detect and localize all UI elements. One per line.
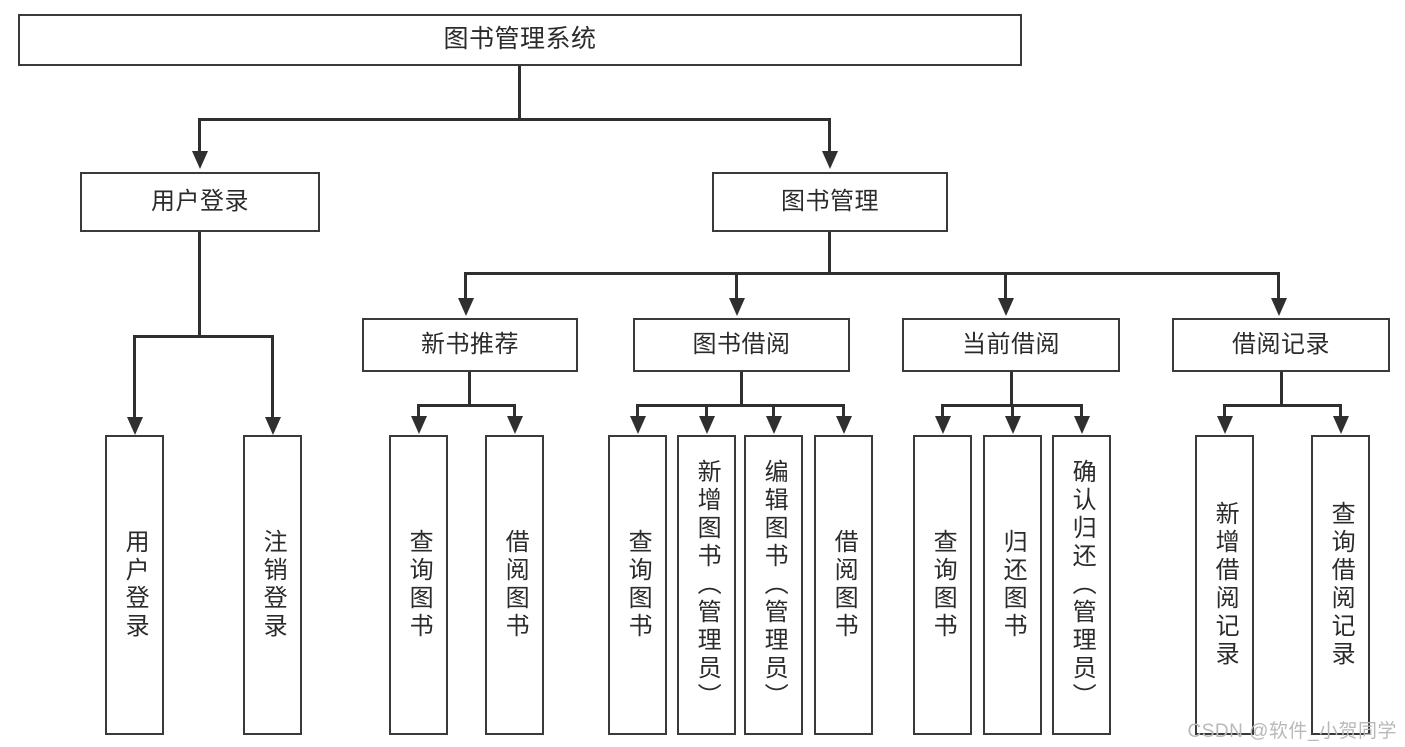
node-label: 注销登录 <box>259 529 287 641</box>
connector-borrow-record-stem <box>1280 372 1283 406</box>
node-label: 新书推荐 <box>421 331 519 358</box>
connector-drop-nb-query <box>417 404 420 418</box>
connector-drop-bb-edit <box>772 404 775 418</box>
leaf-edit-book-admin[interactable]: 编辑图书（管理员） <box>744 435 803 735</box>
leaf-logout[interactable]: 注销登录 <box>243 435 302 735</box>
arrowhead-cb-confirm <box>1073 416 1090 434</box>
connector-book-manage-stem <box>828 232 831 274</box>
node-label: 用户登录 <box>151 188 249 215</box>
connector-book-borrow-bar <box>636 404 844 407</box>
arrowhead-book-borrow <box>728 298 745 316</box>
node-new-book-recommend[interactable]: 新书推荐 <box>362 318 578 372</box>
node-label: 借阅记录 <box>1232 331 1330 358</box>
node-current-borrow[interactable]: 当前借阅 <box>902 318 1120 372</box>
node-label: 新增借阅记录 <box>1211 501 1239 669</box>
arrowhead-cb-query <box>934 416 951 434</box>
connector-drop-bb-borrow <box>842 404 845 418</box>
leaf-add-book-admin[interactable]: 新增图书（管理员） <box>677 435 736 735</box>
node-label: 借阅图书 <box>501 529 529 641</box>
node-label: 查询图书 <box>624 529 652 641</box>
leaf-return-book[interactable]: 归还图书 <box>983 435 1042 735</box>
node-label: 查询图书 <box>405 529 433 641</box>
arrowhead-bb-query <box>629 416 646 434</box>
leaf-user-login[interactable]: 用户登录 <box>105 435 164 735</box>
connector-book-borrow-stem <box>740 372 743 406</box>
arrowhead-current-borrow <box>997 298 1014 316</box>
node-label: 查询借阅记录 <box>1327 501 1355 669</box>
connector-level3-bar <box>464 272 1280 275</box>
node-user-login[interactable]: 用户登录 <box>80 172 320 232</box>
node-label: 图书管理系统 <box>443 25 597 54</box>
arrowhead-nb-borrow <box>506 416 523 434</box>
connector-drop-br-query <box>1339 404 1342 418</box>
connector-drop-nb-borrow <box>513 404 516 418</box>
leaf-borrow-query-book[interactable]: 查询图书 <box>608 435 667 735</box>
connector-borrow-record-bar <box>1223 404 1341 407</box>
node-label: 用户登录 <box>121 529 149 641</box>
arrowhead-bb-edit <box>765 416 782 434</box>
connector-level2-bar <box>198 118 831 121</box>
arrowhead-bb-borrow <box>835 416 852 434</box>
leaf-query-borrow-record[interactable]: 查询借阅记录 <box>1311 435 1370 735</box>
node-book-management[interactable]: 图书管理 <box>712 172 948 232</box>
node-label: 当前借阅 <box>962 331 1060 358</box>
arrowhead-borrow-record <box>1270 298 1287 316</box>
connector-drop-cb-query <box>941 404 944 418</box>
connector-user-login-stem <box>198 232 201 336</box>
connector-drop-bb-query <box>636 404 639 418</box>
connector-drop-book-borrow <box>735 272 738 300</box>
arrowhead-bb-add <box>698 416 715 434</box>
node-label: 确认归还（管理员） <box>1068 459 1096 711</box>
node-label: 图书借阅 <box>692 331 791 358</box>
node-book-borrow[interactable]: 图书借阅 <box>633 318 850 372</box>
node-borrow-record[interactable]: 借阅记录 <box>1172 318 1390 372</box>
connector-drop-br-add <box>1223 404 1226 418</box>
node-label: 图书管理 <box>781 188 879 215</box>
arrowhead-br-add <box>1216 416 1233 434</box>
leaf-new-book-borrow[interactable]: 借阅图书 <box>485 435 544 735</box>
node-label: 新增图书（管理员） <box>693 459 721 711</box>
arrowhead-user-login <box>191 151 208 169</box>
connector-drop-user-login <box>198 118 201 151</box>
arrowhead-leaf-logout <box>264 417 281 435</box>
node-label: 查询图书 <box>929 529 957 641</box>
connector-drop-book-manage <box>828 118 831 151</box>
node-label: 编辑图书（管理员） <box>760 459 788 711</box>
node-label: 借阅图书 <box>830 529 858 641</box>
connector-drop-cb-return <box>1011 404 1014 418</box>
connector-new-book-bar <box>417 404 516 407</box>
arrowhead-leaf-user-login <box>126 417 143 435</box>
leaf-new-book-query[interactable]: 查询图书 <box>389 435 448 735</box>
csdn-watermark: CSDN @软件_小贺同学 <box>1187 721 1397 742</box>
connector-drop-bb-add <box>705 404 708 418</box>
arrowhead-book-manage <box>821 151 838 169</box>
leaf-confirm-return-admin[interactable]: 确认归还（管理员） <box>1052 435 1111 735</box>
arrowhead-br-query <box>1332 416 1349 434</box>
connector-root-stem <box>518 66 521 118</box>
connector-new-book-stem <box>468 372 471 406</box>
connector-user-login-bar <box>133 335 272 338</box>
connector-drop-cb-confirm <box>1080 404 1083 418</box>
connector-drop-borrow-record <box>1277 272 1280 300</box>
connector-current-borrow-stem <box>1010 372 1013 406</box>
connector-drop-current-borrow <box>1004 272 1007 300</box>
connector-drop-new-book <box>464 272 467 300</box>
arrowhead-new-book <box>457 298 474 316</box>
arrowhead-cb-return <box>1004 416 1021 434</box>
node-label: 归还图书 <box>999 529 1027 641</box>
arrowhead-nb-query <box>410 416 427 434</box>
leaf-current-query-book[interactable]: 查询图书 <box>913 435 972 735</box>
connector-drop-leaf-user-login <box>133 335 136 417</box>
leaf-add-borrow-record[interactable]: 新增借阅记录 <box>1195 435 1254 735</box>
node-root-system[interactable]: 图书管理系统 <box>18 14 1022 66</box>
connector-drop-leaf-logout <box>271 335 274 417</box>
leaf-borrow-book[interactable]: 借阅图书 <box>814 435 873 735</box>
